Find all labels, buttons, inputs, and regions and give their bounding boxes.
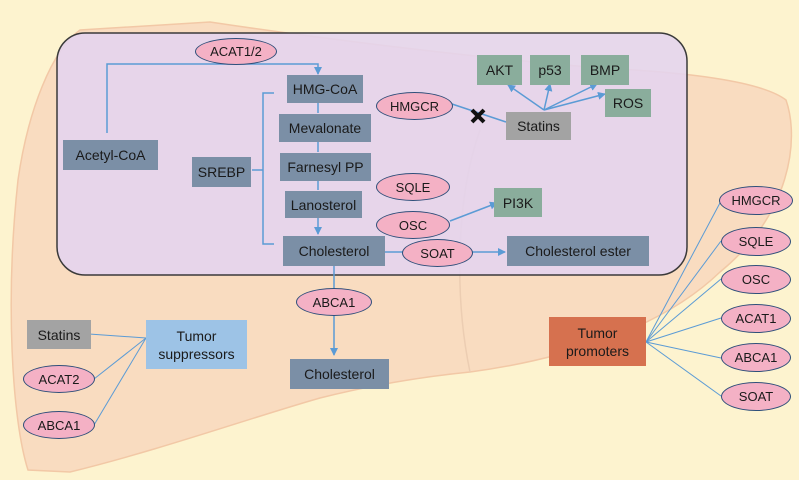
lanosterol-box: Lanosterol [285,191,362,218]
promoter-acat1: ACAT1 [721,304,791,333]
ros-box: ROS [605,89,651,117]
statins-box: Statins [506,112,571,140]
acat12-enzyme: ACAT1/2 [195,38,277,65]
acetyl-coa-box: Acetyl-CoA [63,140,158,170]
promoter-soat: SOAT [721,382,791,411]
promoter-hmgcr: HMGCR [719,186,793,215]
p53-box: p53 [530,55,570,85]
akt-box: AKT [477,55,522,85]
promoter-abca1: ABCA1 [721,343,791,372]
mevalonate-box: Mevalonate [279,114,371,142]
promoter-osc: OSC [721,265,791,294]
hmg-coa-box: HMG-CoA [287,75,363,103]
osc-enzyme: OSC [376,211,450,239]
cholesterol-ester-box: Cholesterol ester [507,236,649,266]
srebp-box: SREBP [192,157,251,187]
cholesterol-box: Cholesterol [283,236,385,266]
pi3k-box: PI3K [494,188,542,217]
bmp-box: BMP [581,55,629,85]
hmgcr-enzyme: HMGCR [376,92,453,120]
tumor-promoters-box: Tumor promoters [549,317,646,366]
soat-enzyme: SOAT [402,239,473,267]
cholesterol-out-box: Cholesterol [290,359,389,389]
farnesyl-pp-box: Farnesyl PP [280,153,371,181]
promoter-sqle: SQLE [721,227,791,256]
tumor-suppressors-box: Tumor suppressors [146,320,247,369]
suppressor-statins: Statins [27,320,91,349]
suppressor-abca1: ABCA1 [23,411,95,439]
abca1-enzyme: ABCA1 [296,288,372,316]
suppressor-acat2: ACAT2 [23,365,95,393]
inhibition-x-icon [470,108,486,124]
sqle-enzyme: SQLE [376,173,450,201]
